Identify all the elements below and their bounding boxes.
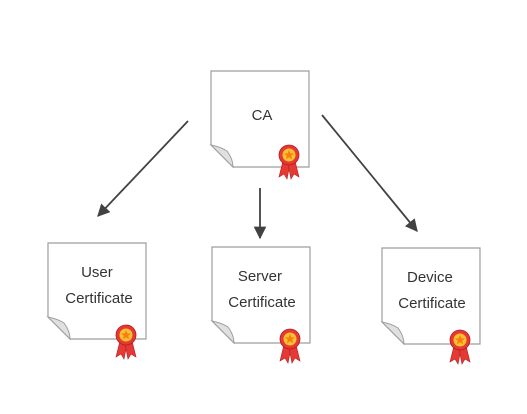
arrow-ca-to-user [97, 120, 189, 217]
award-ribbon-icon [279, 328, 301, 364]
certificate-document-icon [210, 70, 310, 168]
server-certificate-node: Server Certificate [210, 246, 311, 364]
certificate-document-icon [47, 242, 147, 340]
connector-arrows [97, 114, 418, 240]
award-ribbon-icon [449, 329, 471, 365]
user-certificate-label: User Certificate [65, 264, 133, 307]
award-ribbon-icon [278, 144, 300, 180]
arrow-ca-to-device [321, 114, 418, 232]
user-certificate-node: User Certificate [46, 242, 147, 360]
server-certificate-label: Server Certificate [228, 268, 296, 311]
device-certificate-node: Device Certificate [380, 247, 481, 365]
device-certificate-label: Device Certificate [398, 269, 466, 312]
certificate-document-icon [211, 246, 311, 344]
certificate-document-icon [381, 247, 481, 345]
ca-label: CA [252, 107, 273, 124]
award-ribbon-icon [115, 324, 137, 360]
ca-certificate-node: CA [209, 70, 310, 180]
